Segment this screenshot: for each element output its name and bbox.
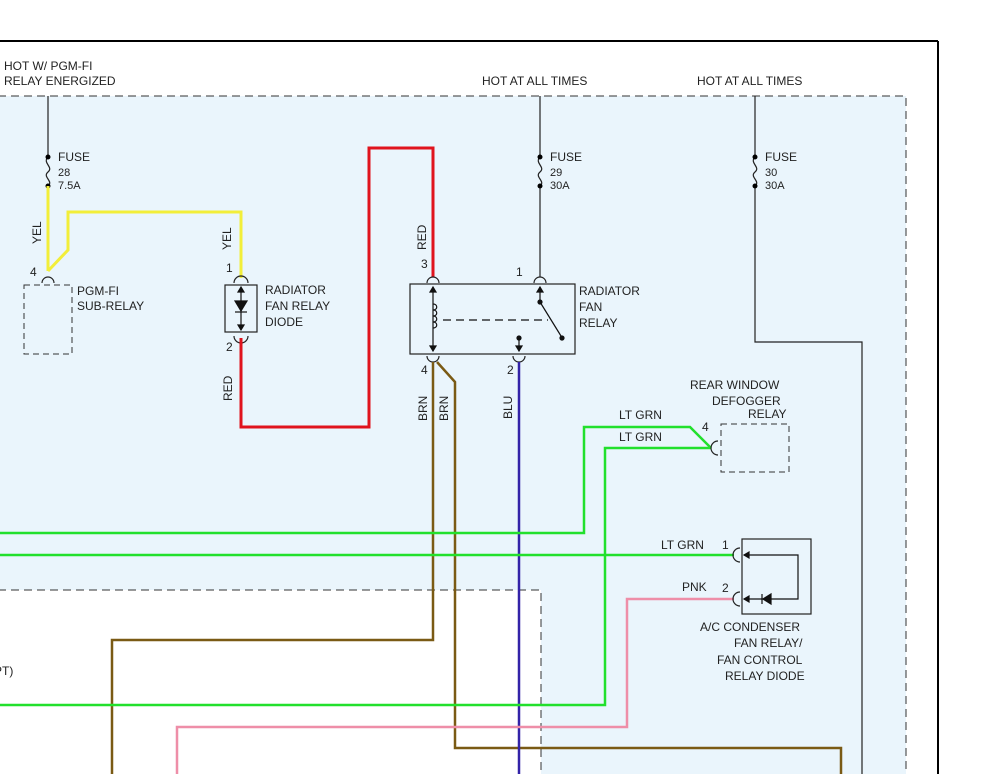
diode-label-2: FAN RELAY	[265, 299, 330, 313]
wire-label-pnk: PNK	[682, 580, 707, 594]
ac-label-3: FAN CONTROL	[717, 653, 803, 667]
fan-relay-label-1: RADIATOR	[579, 284, 640, 298]
wire-label-red-relay: RED	[415, 224, 429, 250]
green-wires	[0, 425, 734, 707]
wire-label-lt-grn-2: LT GRN	[619, 430, 662, 444]
fuse-28-number: 28	[58, 167, 70, 179]
connector-relay-3	[426, 276, 440, 284]
red-wire	[239, 146, 435, 429]
ac-diode-circuit	[742, 550, 799, 606]
defogger-label-3: RELAY	[748, 407, 786, 421]
pink-wire	[175, 597, 734, 774]
source-label-left-1: HOT W/ PGM-FI	[4, 59, 92, 73]
pgmfi-subrelay-label-2: SUB-RELAY	[77, 299, 144, 313]
wire-label-yel-diode: YEL	[220, 227, 234, 250]
wire-label-red-diode: RED	[221, 375, 235, 401]
wire-label-yel-left: YEL	[30, 221, 44, 244]
pin-relay-1: 1	[516, 265, 523, 279]
diode-symbol	[233, 285, 249, 332]
pin-defogger-4: 4	[702, 420, 709, 434]
source-label-left-2: RELAY ENERGIZED	[4, 74, 116, 88]
fuse-30-word: FUSE	[765, 150, 797, 164]
pin-subrelay-4: 4	[30, 265, 37, 279]
pin-relay-4: 4	[421, 363, 428, 377]
diode-label-1: RADIATOR	[265, 283, 326, 297]
fuse-30-number: 30	[765, 167, 777, 179]
connector-ac-1	[732, 547, 741, 563]
fan-relay-internals	[428, 285, 565, 353]
pgmfi-subrelay-label-1: PGM-FI	[77, 284, 119, 298]
fan-relay-box	[409, 283, 576, 355]
fuse-29-number: 29	[550, 167, 562, 179]
yellow-wires	[46, 186, 243, 278]
connector-diode-top	[233, 275, 249, 284]
source-label-right: HOT AT ALL TIMES	[697, 74, 802, 88]
pin-diode-2: 2	[226, 340, 233, 354]
defogger-label-2: DEFOGGER	[712, 394, 781, 408]
fuse-29-rating: 30A	[550, 180, 570, 192]
ac-label-4: RELAY DIODE	[725, 669, 805, 683]
fuse-29-word: FUSE	[550, 150, 582, 164]
power-lines	[45, 96, 863, 774]
defogger-label-1: REAR WINDOW	[690, 378, 780, 392]
pin-ac-2: 2	[722, 581, 729, 595]
defogger-relay-box	[720, 423, 790, 473]
inner-unit-box	[0, 589, 542, 774]
pin-relay-3: 3	[421, 257, 428, 271]
fan-relay-label-3: RELAY	[579, 316, 617, 330]
partial-label: PT)	[0, 664, 13, 678]
connector-defogger	[710, 440, 719, 456]
fuse-28-word: FUSE	[58, 150, 90, 164]
wire-label-lt-grn-1: LT GRN	[619, 408, 662, 422]
connector-relay-1	[533, 276, 547, 284]
pin-ac-1: 1	[722, 538, 729, 552]
brown-wires	[110, 361, 843, 774]
connector-ac-2	[732, 591, 741, 607]
pin-diode-1: 1	[226, 261, 233, 275]
fuse-28-rating: 7.5A	[58, 180, 81, 192]
pgmfi-subrelay-box	[23, 284, 73, 355]
fan-relay-label-2: FAN	[579, 300, 602, 314]
pin-relay-2: 2	[507, 363, 514, 377]
source-label-center: HOT AT ALL TIMES	[482, 74, 587, 88]
ac-label-2: FAN RELAY/	[734, 636, 803, 650]
ac-label-1: A/C CONDENSER	[700, 620, 800, 634]
fuse-30-rating: 30A	[765, 180, 785, 192]
diode-label-3: DIODE	[265, 315, 303, 329]
wire-label-brn-2: BRN	[437, 396, 451, 421]
connector-subrelay	[41, 276, 55, 284]
wire-label-lt-grn-3: LT GRN	[661, 538, 704, 552]
ac-relay-box	[741, 538, 812, 615]
wire-label-blu: BLU	[501, 396, 515, 419]
wire-label-brn-1: BRN	[416, 396, 430, 421]
page-border	[0, 40, 939, 774]
